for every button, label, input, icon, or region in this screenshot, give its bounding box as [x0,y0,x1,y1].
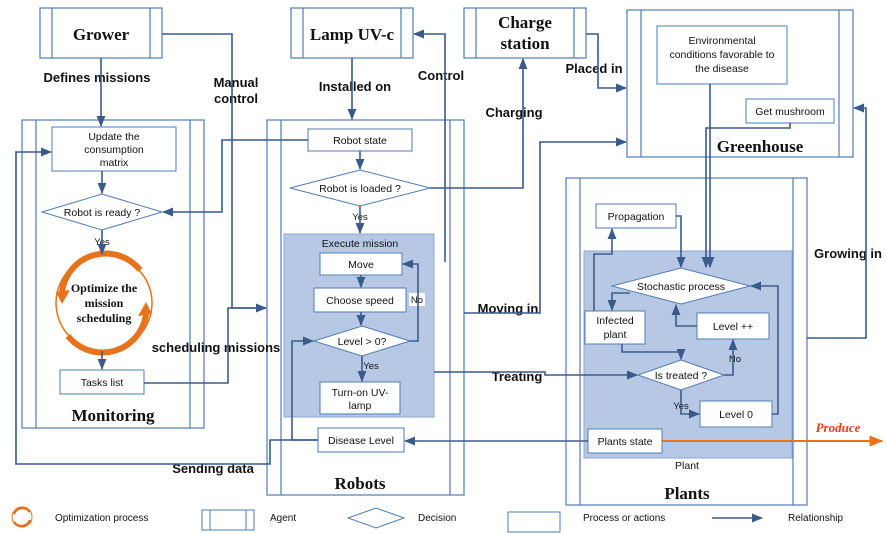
edge-sending-data [15,147,318,465]
propagation-box [595,203,677,229]
label-installed-on: Installed on [319,79,391,94]
robot-state-label: Robot state [333,135,387,147]
edge-levelzero-to-stochastic [749,281,779,415]
choose-speed-label: Choose speed [326,295,394,307]
optimization-icon [55,250,153,356]
label-produce: Produce [816,420,861,435]
level-check-label: Level > 0? [338,336,387,348]
label-charging: Charging [485,105,542,120]
edge-treating [434,370,639,380]
legend-decision-icon [346,507,406,529]
edge-charging [430,57,528,189]
edge-infected-to-propagation [593,227,617,311]
label-growing-in: Growing in [814,246,882,261]
charge-station-agent [463,7,587,59]
choose-speed-box [313,287,407,313]
level-plus-label: Level ++ [713,321,753,333]
grower-agent [39,7,163,59]
turn-on-line2: lamp [349,400,372,412]
execute-mission-label: Execute mission [322,238,399,250]
legend-agent-icon [201,509,255,531]
stochastic-label: Stochastic process [637,281,725,293]
legend-decision-label: Decision [418,513,456,524]
legend-relationship-label: Relationship [788,513,843,524]
update-matrix-line1: Update the [88,131,140,143]
update-matrix-line2: consumption [84,144,144,156]
edge-levelplus-to-stochastic [671,303,697,327]
robots-no-label: No [411,295,423,306]
edge-mushroom-to-stochastic [701,123,791,269]
optimize-line2: mission [85,296,124,310]
edge-state-to-ready [161,139,308,217]
label-manual-control-1: Manual [214,75,259,90]
legend: Optimization process Agent Decision Proc… [11,506,843,533]
edge-propagation-to-stochastic [676,215,686,269]
plants-no-label: No [729,354,741,365]
disease-level-label: Disease Level [328,435,394,447]
edge-treated-no [724,338,738,376]
optimize-line1: Optimize the [71,281,138,295]
edge-moving-in [464,137,628,314]
plants-title: Plants [664,484,710,503]
propagation-label: Propagation [608,211,665,223]
edge-placed-in [586,33,628,93]
edge-disease-to-level [291,336,318,441]
update-matrix-line3: matrix [100,157,129,169]
turn-on-line1: Turn-on UV- [332,387,389,399]
get-mushroom-label: Get mushroom [755,106,825,118]
legend-process-label: Process or actions [583,513,665,524]
label-placed-in: Placed in [565,61,622,76]
infected-line2: plant [604,329,627,341]
legend-agent-label: Agent [270,513,296,524]
legend-process-icon [507,511,561,533]
label-manual-control-2: control [214,91,258,106]
env-line1: Environmental [688,35,755,47]
greenhouse-title: Greenhouse [717,137,804,156]
lamp-title: Lamp UV-c [310,25,395,44]
edge-scheduling-missions [144,307,266,384]
monitoring-title: Monitoring [71,406,155,425]
edge-control [412,29,446,262]
get-mushroom-box [745,98,835,124]
grower-title: Grower [73,25,130,44]
level-plus-box [696,312,770,340]
robot-ready-label: Robot is ready ? [64,207,141,219]
label-defines-missions: Defines missions [44,70,151,85]
robots-yes2-label: Yes [363,361,379,372]
robots-title: Robots [334,474,385,493]
label-scheduling-missions: scheduling missions [152,340,281,355]
plants-state-label: Plants state [598,436,653,448]
optimize-line3: scheduling [77,311,132,325]
tasks-list-box [59,369,145,395]
env-conditions-box [656,25,788,85]
edge-infected-to-treated [621,344,686,361]
edge-treated-yes [680,390,701,419]
charge-title-line1: Charge [498,13,552,32]
edge-stochastic-to-infected [607,292,630,312]
stochastic-decision [610,267,752,305]
infected-line1: Infected [596,315,634,327]
env-line3: the disease [695,63,749,75]
legend-optimization-label: Optimization process [55,513,148,524]
edge-level-no-loop [401,259,419,342]
robots-no-badge [409,293,425,306]
label-control: Control [418,68,464,83]
robot-loaded-label: Robot is loaded ? [319,183,401,195]
tasks-list-label: Tasks list [81,377,124,389]
move-label: Move [348,259,374,271]
level-zero-label: Level 0 [719,409,753,421]
is-treated-label: Is treated ? [655,370,708,382]
charge-title-line2: station [500,34,550,53]
lamp-agent [290,7,414,59]
update-matrix-box [51,126,177,172]
edge-growing-in [807,103,867,339]
disease-level-box [317,427,405,453]
legend-optimization-icon [11,506,33,528]
env-line2: conditions favorable to [669,49,774,61]
plant-region-label: Plant [675,460,699,472]
